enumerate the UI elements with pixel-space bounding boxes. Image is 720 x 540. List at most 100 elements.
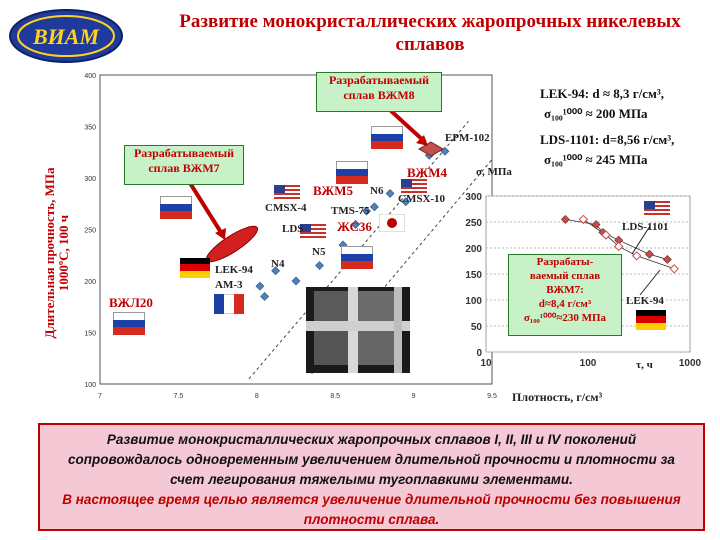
y-tick-label: 400	[84, 73, 96, 80]
lek94-info-line1: LEK-94: d ≈ 8,3 г/см³,	[540, 86, 665, 101]
lds-info-line2: σ₁₀₀¹⁰⁰⁰ ≈ 245 МПа	[544, 152, 648, 167]
germany-flag-lek94-inset	[636, 310, 666, 330]
microstructure-image	[306, 287, 410, 373]
data-point	[351, 219, 361, 229]
data-point	[401, 197, 411, 207]
callout-vzhm8: Разрабатываемый сплав ВЖМ8	[316, 72, 442, 112]
main-plot-frame	[99, 74, 493, 385]
inset-y-tick-label: 100	[465, 296, 482, 307]
inset-point-lds	[560, 214, 570, 224]
lds-info-line1: LDS-1101: d=8,56 г/см³,	[540, 132, 675, 147]
conclusion-box: Развитие монокристаллических жаропрочных…	[38, 423, 705, 531]
inset-point-lek	[669, 264, 679, 274]
data-point	[291, 276, 301, 286]
label-lek94: LEK-94	[215, 264, 253, 276]
russia-flag-vzhl20	[113, 312, 145, 335]
x-tick-label: 9	[412, 393, 416, 400]
callout-line: ваемый сплав	[529, 270, 601, 282]
page-title: Развитие монокристаллических жаропрочных…	[179, 11, 681, 55]
inset-y-tick-label: 50	[471, 322, 483, 333]
inset-point-lek	[601, 230, 611, 240]
data-point	[362, 206, 371, 216]
label-lds1101-inset: LDS-1101	[622, 221, 669, 233]
x-tick-label: 8.5	[330, 393, 340, 400]
lek94-info-line2: σ₁₀₀¹⁰⁰⁰ ≈ 200 МПа	[544, 106, 648, 121]
label-tms75: TMS-75	[331, 205, 370, 217]
trend-line	[311, 159, 493, 375]
usa-flag-cmsx4	[274, 185, 300, 201]
russia-flag-vzhm5	[336, 161, 368, 184]
data-point	[271, 266, 281, 276]
x-tick-label: 9.5	[487, 393, 497, 400]
inset-x-tick-label: 10	[480, 358, 492, 369]
callout-line: σ₁₀₀¹⁰⁰⁰≈230 МПа	[523, 312, 607, 324]
label-am3: AM-3	[215, 279, 243, 291]
conclusion-text-1: Развитие монокристаллических жаропрочных…	[68, 432, 675, 487]
label-n6: N6	[370, 185, 384, 197]
inset-point-lds	[644, 249, 654, 259]
inset-point-lek	[578, 214, 589, 225]
data-point	[369, 202, 379, 212]
vzhm8-marker	[418, 141, 444, 157]
y-tick-label: 100	[84, 382, 96, 389]
x-tick-label: 7.5	[174, 393, 184, 400]
label-vzhl20: ВЖЛ20	[109, 295, 153, 310]
france-flag-am3	[214, 294, 244, 314]
y-axis-label-units: 1000ºС, 100 ч	[56, 214, 71, 292]
inset-plot-points	[560, 214, 679, 296]
callout-arrow	[188, 181, 224, 236]
label-n5: N5	[312, 246, 326, 258]
data-point	[315, 261, 324, 270]
callout-line: ВЖМ7:	[546, 284, 584, 296]
label-zhs36: ЖС36	[337, 219, 372, 234]
label-vzhm5: ВЖМ5	[313, 183, 353, 198]
x-tick-label: 7	[98, 393, 102, 400]
y-tick-label: 250	[84, 228, 96, 235]
inset-y-axis-label: σ, МПа	[476, 166, 512, 178]
label-cmsx10: CMSX-10	[398, 193, 446, 205]
y-tick-label: 150	[84, 331, 96, 338]
logo-text: ВИАМ	[32, 24, 100, 49]
label-cmsx4: CMSX-4	[265, 202, 307, 214]
russia-flag-vzhm7	[160, 196, 192, 219]
callout-arrow	[388, 108, 427, 144]
callout-line: Разрабаты-	[536, 256, 594, 268]
inset-x-tick-label: 100	[580, 358, 597, 369]
inset-y-tick-label: 300	[465, 192, 482, 203]
usa-flag-cmsx10	[401, 179, 427, 195]
label-vzhm4: ВЖМ4	[407, 165, 447, 180]
x-axis-label: Плотность, г/см³	[512, 390, 603, 404]
inset-y-tick-label: 0	[476, 348, 482, 359]
inset-y-tick-label: 200	[465, 244, 482, 255]
inset-point-lds	[662, 255, 672, 264]
germany-flag-lek94	[180, 258, 210, 278]
usa-flag-lds1101	[644, 201, 670, 217]
label-epm102: EPM-102	[445, 132, 490, 144]
label-n4: N4	[271, 258, 285, 270]
russia-flag-vzhm8	[371, 126, 403, 149]
callout-vzhm7-inset: Разрабаты- ваемый сплав ВЖМ7: d≈8,4 г/см…	[508, 254, 622, 336]
inset-point-lek	[613, 241, 624, 252]
inset-x-axis-label: τ, ч	[636, 359, 653, 371]
x-tick-label: 8	[255, 393, 259, 400]
y-tick-label: 300	[84, 176, 96, 183]
arrowhead	[215, 228, 226, 240]
inset-point-lds	[591, 220, 601, 230]
data-point	[385, 189, 395, 198]
leader-line	[631, 225, 651, 255]
arrowhead	[416, 135, 428, 146]
callout-line: d≈8,4 г/см³	[538, 298, 592, 310]
y-tick-label: 350	[84, 125, 96, 132]
inset-y-tick-label: 150	[465, 270, 482, 281]
russia-flag-zhs36	[341, 246, 373, 269]
main-plot-axes: 100 150 200 250 300 350 400 7 7.5 8 8.5 9 9.5	[84, 73, 497, 400]
label-lek94-inset: LEK-94	[626, 295, 664, 307]
usa-flag-n5	[300, 224, 326, 240]
y-tick-label: 200	[84, 279, 96, 286]
inset-x-tick-label: 1000	[679, 358, 702, 369]
japan-flag-tms75	[379, 214, 405, 232]
data-point	[260, 292, 270, 301]
callout-vzhm7: Разрабатываемый сплав ВЖМ7	[124, 145, 244, 185]
